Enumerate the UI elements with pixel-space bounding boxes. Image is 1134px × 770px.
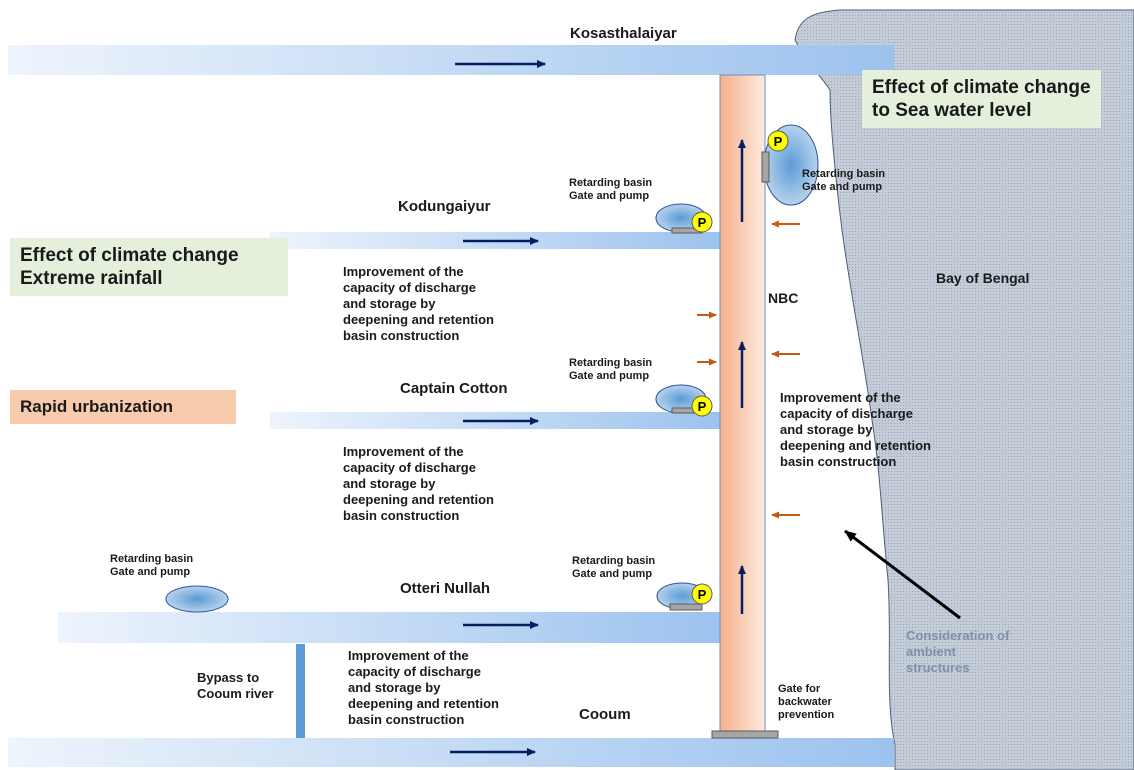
retarding-basin-label: Retarding basin Gate and pump (572, 555, 656, 580)
retarding-basin-label: Retarding basin Gate and pump (569, 177, 653, 202)
backwater-gate (711, 730, 779, 739)
improvement-note: Improvement of the capacity of discharge… (780, 390, 931, 469)
ambient-arrow (844, 529, 961, 620)
pump-symbol: P (774, 134, 783, 149)
pump-symbol: P (698, 215, 707, 230)
river-label-kodungaiyur: Kodungaiyur (398, 198, 491, 215)
bypass-label: Bypass to Cooum river (197, 670, 274, 701)
improvement-note: Improvement of the capacity of discharge… (348, 648, 499, 727)
pump-symbol: P (698, 399, 707, 414)
river-label-kosasthalaiyar: Kosasthalaiyar (570, 25, 677, 42)
channel-otteri-nullah (58, 612, 722, 643)
retarding-basin-upstream (165, 585, 229, 613)
improvement-note: Improvement of the capacity of discharge… (343, 264, 494, 343)
effect-sea-level-box: Effect of climate change to Sea water le… (862, 70, 1101, 128)
river-label-captain-cotton: Captain Cotton (400, 380, 508, 397)
bypass-channel (296, 644, 305, 738)
retarding-basin-label: Retarding basin Gate and pump (569, 357, 653, 382)
effect-rainfall-box: Effect of climate change Extreme rainfal… (10, 238, 288, 296)
retarding-basin-kodungaiyur: P (655, 203, 713, 234)
river-label-otteri-nullah: Otteri Nullah (400, 580, 491, 597)
pump-symbol: P (698, 587, 707, 602)
improvement-note: Improvement of the capacity of discharge… (343, 444, 494, 523)
retarding-basin-label: Retarding basin Gate and pump (802, 168, 886, 193)
urbanization-box: Rapid urbanization (10, 390, 236, 424)
backwater-gate-label: Gate for backwater prevention (778, 683, 835, 721)
retarding-basin-otteri-nullah: P (656, 582, 713, 611)
retarding-basin-nbc-top: P (761, 124, 819, 206)
river-label-cooum: Cooum (579, 706, 631, 723)
ambient-structures-label: Consideration of ambient structures (906, 628, 1010, 675)
retarding-basin-label: Retarding basin Gate and pump (110, 553, 194, 578)
sea-area (794, 9, 1134, 770)
sea-label: Bay of Bengal (936, 270, 1030, 286)
channel-kosasthalaiyar (8, 45, 894, 75)
nbc-label: NBC (768, 290, 799, 306)
retarding-basin-captain-cotton: P (655, 384, 713, 417)
